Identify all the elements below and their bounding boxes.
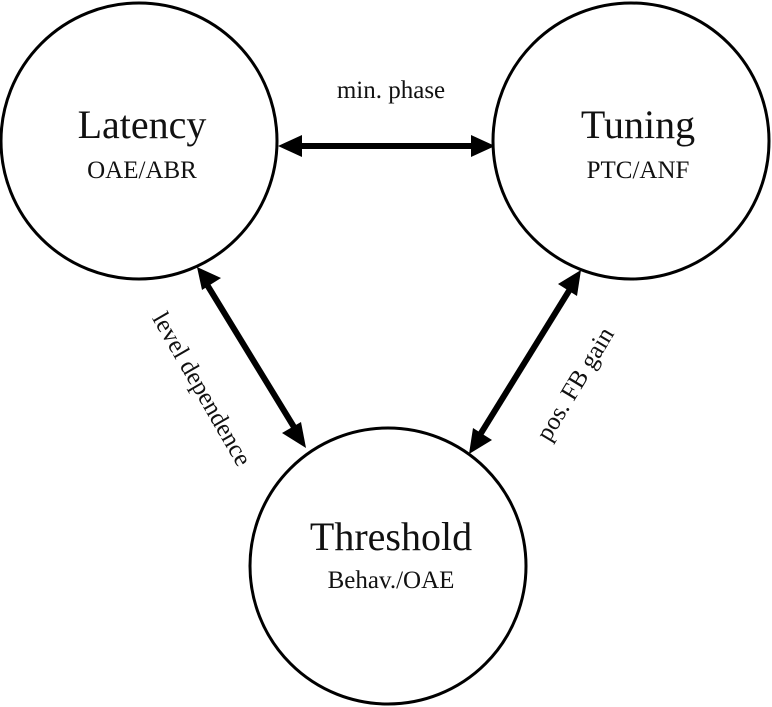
node-tuning: Tuning PTC/ANF <box>491 1 771 281</box>
edge-line-latency-threshold <box>203 281 300 434</box>
edge-line-tuning-threshold <box>475 284 575 440</box>
edge-tuning-threshold <box>469 270 581 454</box>
arrowhead-tuning-lower <box>558 270 581 296</box>
node-latency-title: Latency <box>78 102 207 147</box>
node-threshold-subtitle: Behav./OAE <box>328 567 455 594</box>
edge-label-min-phase: min. phase <box>337 77 445 104</box>
arrowhead-tuning-end <box>471 135 495 157</box>
node-latency-circle <box>0 1 279 281</box>
node-threshold: Threshold Behav./OAE <box>248 426 528 706</box>
node-threshold-circle <box>248 426 528 706</box>
edge-latency-threshold <box>197 267 306 448</box>
arrowhead-latency-end <box>278 135 302 157</box>
arrowhead-threshold-left <box>282 422 306 448</box>
edge-label-pos-fb-gain: pos. FB gain <box>531 322 620 445</box>
node-tuning-subtitle: PTC/ANF <box>587 157 690 184</box>
arrowhead-latency-lower <box>197 267 221 290</box>
node-tuning-title: Tuning <box>581 102 695 147</box>
node-tuning-circle <box>491 1 771 281</box>
node-threshold-title: Threshold <box>310 514 472 559</box>
node-latency: Latency OAE/ABR <box>0 1 279 281</box>
arrowhead-threshold-right <box>469 428 492 454</box>
node-latency-subtitle: OAE/ABR <box>87 157 197 184</box>
edge-label-level-dependence: level dependence <box>147 308 257 471</box>
edge-latency-tuning <box>278 135 495 157</box>
